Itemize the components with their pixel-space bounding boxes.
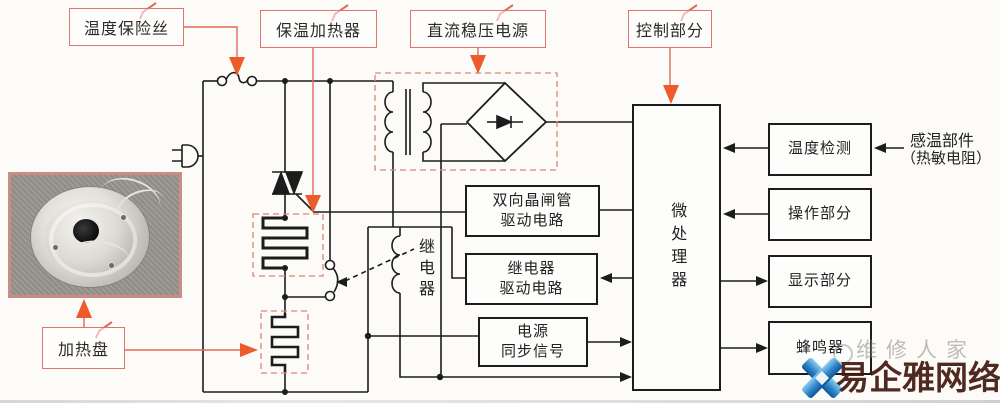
- plate-screw: [121, 215, 126, 220]
- block-power-sync-line1: 电源: [516, 323, 549, 340]
- relay-coil-symbol: [368, 226, 465, 378]
- block-relay-drive-line1: 继电器: [507, 260, 556, 277]
- label-thermal-fuse: 温度保险丝: [69, 8, 184, 46]
- plate-screw: [53, 245, 58, 250]
- dashed-outline-boxes: [252, 72, 558, 374]
- relay-switch-symbol: [324, 81, 415, 302]
- block-triac-drive-line1: 双向晶闸管: [492, 192, 573, 209]
- signal-arrowheads: [600, 143, 886, 382]
- power-plug-icon: [172, 144, 203, 168]
- watermark-gray-text: 维修人家: [856, 338, 976, 362]
- block-operation: 操作部分: [768, 188, 872, 241]
- watermark-brand-text: 易企雅网络: [836, 361, 1000, 397]
- sensor-note-line2: （热敏电阻）: [901, 151, 992, 168]
- label-keepwarm-heater: 保温加热器: [260, 10, 377, 48]
- label-control-section-text: 控制部分: [635, 23, 704, 40]
- block-buzzer: 蜂鸣器: [768, 321, 872, 375]
- heating-plate-photo: [8, 172, 182, 298]
- triac-symbol: [271, 81, 314, 218]
- plate-disc: [31, 187, 149, 287]
- block-buzzer-text: 蜂鸣器: [795, 339, 844, 356]
- block-triac-drive: 双向晶闸管 驱动电路: [465, 185, 600, 237]
- block-microprocessor-text: 微处理器: [668, 201, 686, 294]
- bridge-rectifier-symbol: [465, 81, 548, 163]
- relay-coil-label: 继电器: [416, 238, 433, 301]
- label-control-section: 控制部分: [628, 10, 712, 48]
- block-temp-detect: 温度检测: [768, 123, 872, 176]
- label-heating-plate-text: 加热盘: [57, 342, 109, 359]
- plate-ring: [49, 203, 137, 277]
- block-display-text: 显示部分: [787, 273, 852, 290]
- label-dc-power: 直流稳压电源: [410, 10, 546, 48]
- label-thermal-fuse-text: 温度保险丝: [83, 21, 169, 38]
- label-flash-ticks: [95, 2, 698, 339]
- block-operation-text: 操作部分: [787, 206, 852, 223]
- transformer-symbol: [384, 81, 505, 227]
- callout-leader-lines: [83, 26, 671, 351]
- keepwarm-heater-symbol: [261, 216, 309, 270]
- block-power-sync: 电源 同步信号: [478, 317, 588, 367]
- label-dc-power-text: 直流稳压电源: [426, 23, 529, 40]
- block-microprocessor: 微处理器: [632, 104, 721, 391]
- block-relay-drive: 继电器 驱动电路: [465, 253, 598, 305]
- thermal-fuse-symbol: [216, 71, 258, 87]
- junction-dots: [282, 78, 444, 395]
- logic-wires: [368, 121, 904, 378]
- block-temp-detect-text: 温度检测: [787, 141, 852, 158]
- block-triac-drive-line2: 驱动电路: [500, 213, 565, 229]
- label-heating-plate: 加热盘: [42, 327, 125, 369]
- block-display: 显示部分: [768, 255, 872, 308]
- block-power-sync-line2: 同步信号: [500, 344, 565, 360]
- label-keepwarm-heater-text: 保温加热器: [275, 23, 361, 40]
- plate-screw: [109, 263, 114, 268]
- scan-edge-artifact: [0, 400, 1000, 403]
- plate-center-thermostat: [73, 219, 99, 243]
- sensor-note-line1: 感温部件: [910, 133, 975, 150]
- watermark-gray-ring: [833, 344, 853, 364]
- mains-wires: [202, 80, 393, 393]
- main-heater-symbol: [270, 313, 300, 372]
- sensor-note: 感温部件 （热敏电阻）: [901, 133, 1000, 169]
- block-relay-drive-line2: 驱动电路: [499, 281, 564, 297]
- callout-arrowheads: [76, 55, 679, 357]
